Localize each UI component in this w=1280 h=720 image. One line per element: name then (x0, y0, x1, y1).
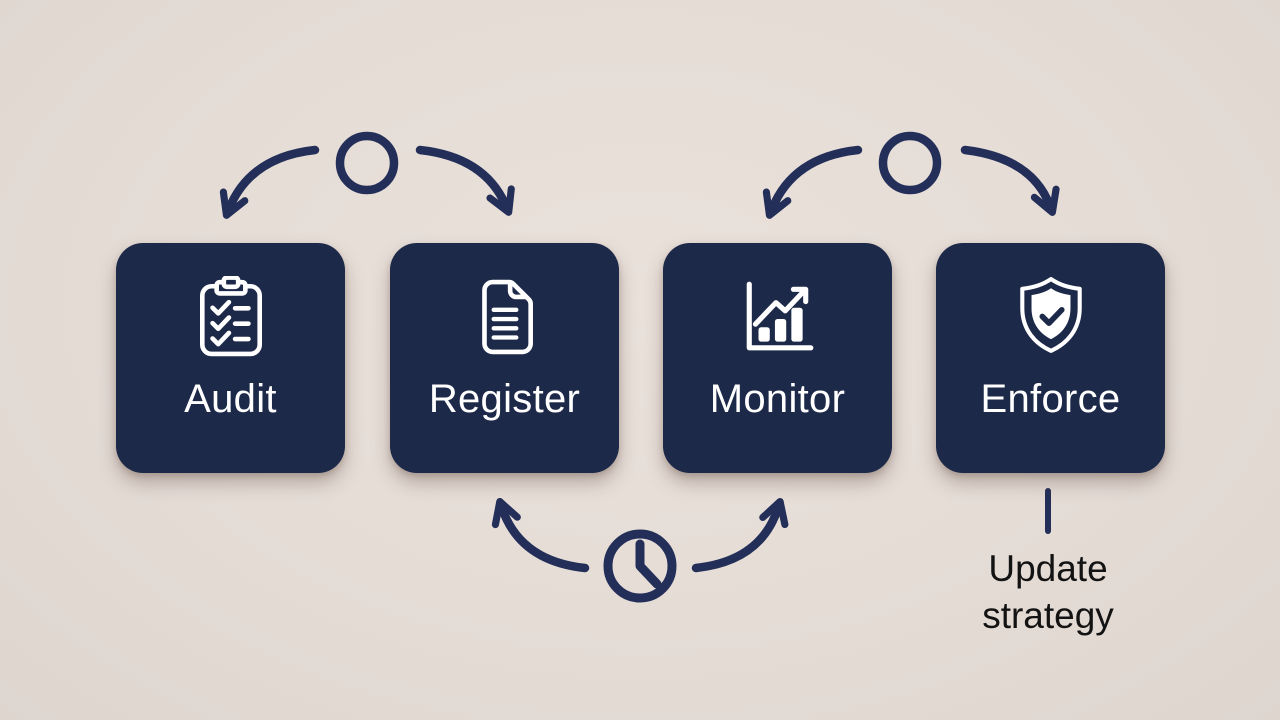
step-label-register: Register (428, 377, 581, 421)
clipboard-checklist-icon (197, 275, 265, 359)
document-icon (475, 275, 535, 359)
annotation-update-strategy: Update strategy (982, 548, 1114, 636)
arrow-to-register-bottom (491, 497, 590, 573)
arrow-to-register (415, 145, 515, 216)
clock-icon (603, 529, 677, 603)
step-label-monitor: Monitor (709, 377, 846, 421)
arrow-to-monitor-top (762, 145, 863, 219)
arrow-to-monitor-bottom (691, 497, 789, 573)
circle-icon (878, 131, 942, 195)
arrow-to-audit (219, 145, 320, 219)
circle-icon (335, 131, 399, 195)
arrow-to-enforce (960, 145, 1060, 216)
step-label-audit: Audit (184, 377, 277, 421)
step-card-monitor: Monitor (663, 243, 892, 473)
bar-chart-trend-icon (741, 275, 815, 359)
shield-check-icon (1015, 275, 1087, 359)
step-label-enforce: Enforce (980, 377, 1121, 421)
step-card-register: Register (390, 243, 619, 473)
step-card-audit: Audit (116, 243, 345, 473)
step-card-enforce: Enforce (936, 243, 1165, 473)
